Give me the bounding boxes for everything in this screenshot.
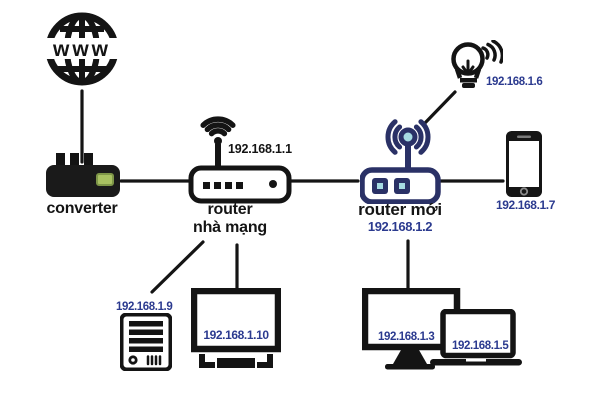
- converter-box-icon: [46, 153, 120, 197]
- globe-www-icon: www: [44, 12, 120, 86]
- internet-node: www: [44, 11, 120, 91]
- laptop-node: [430, 308, 522, 369]
- phone-ip: 192.168.1.7: [496, 198, 555, 212]
- isp-router-label-line2: nhà mạng: [193, 219, 267, 236]
- new-router-node: [359, 110, 446, 205]
- monitor-ip: 192.168.1.10: [203, 328, 269, 342]
- antenna-waves-icon: [385, 119, 431, 155]
- new-router-label: router mới: [358, 200, 442, 219]
- internet-label: www: [52, 38, 111, 61]
- wifi-router-icon: [188, 116, 292, 204]
- link-new-router-bulb: [422, 90, 457, 126]
- bulb-wifi-waves-icon: [481, 39, 505, 64]
- monitor-icon: [190, 287, 282, 368]
- isp-router-ip: 192.168.1.1: [228, 142, 292, 156]
- converter-led: [96, 173, 114, 186]
- converter-node: [46, 153, 124, 199]
- smartphone-icon: [506, 131, 542, 197]
- link-isp-router-server: [150, 240, 205, 294]
- smart-bulb-ip: 192.168.1.6: [486, 76, 543, 88]
- server-ip: 192.168.1.9: [116, 301, 173, 313]
- phone-node: [506, 131, 542, 197]
- wifi-signal-icon: [200, 116, 236, 137]
- laptop-ip: 192.168.1.5: [452, 340, 509, 352]
- isp-router-label-line1: router: [207, 201, 253, 218]
- smart-bulb-node: [447, 39, 505, 92]
- new-wifi-router-icon: [359, 119, 441, 205]
- desktop-ip: 192.168.1.3: [378, 331, 435, 343]
- isp-router-node: [188, 108, 292, 204]
- smart-bulb-icon: [451, 39, 505, 88]
- new-router-ip: 192.168.1.2: [367, 219, 433, 234]
- server-tower-icon: [119, 312, 173, 372]
- laptop-icon: [430, 308, 522, 366]
- monitor-node: [190, 287, 282, 372]
- converter-label: converter: [46, 200, 118, 217]
- server-node: [119, 312, 173, 372]
